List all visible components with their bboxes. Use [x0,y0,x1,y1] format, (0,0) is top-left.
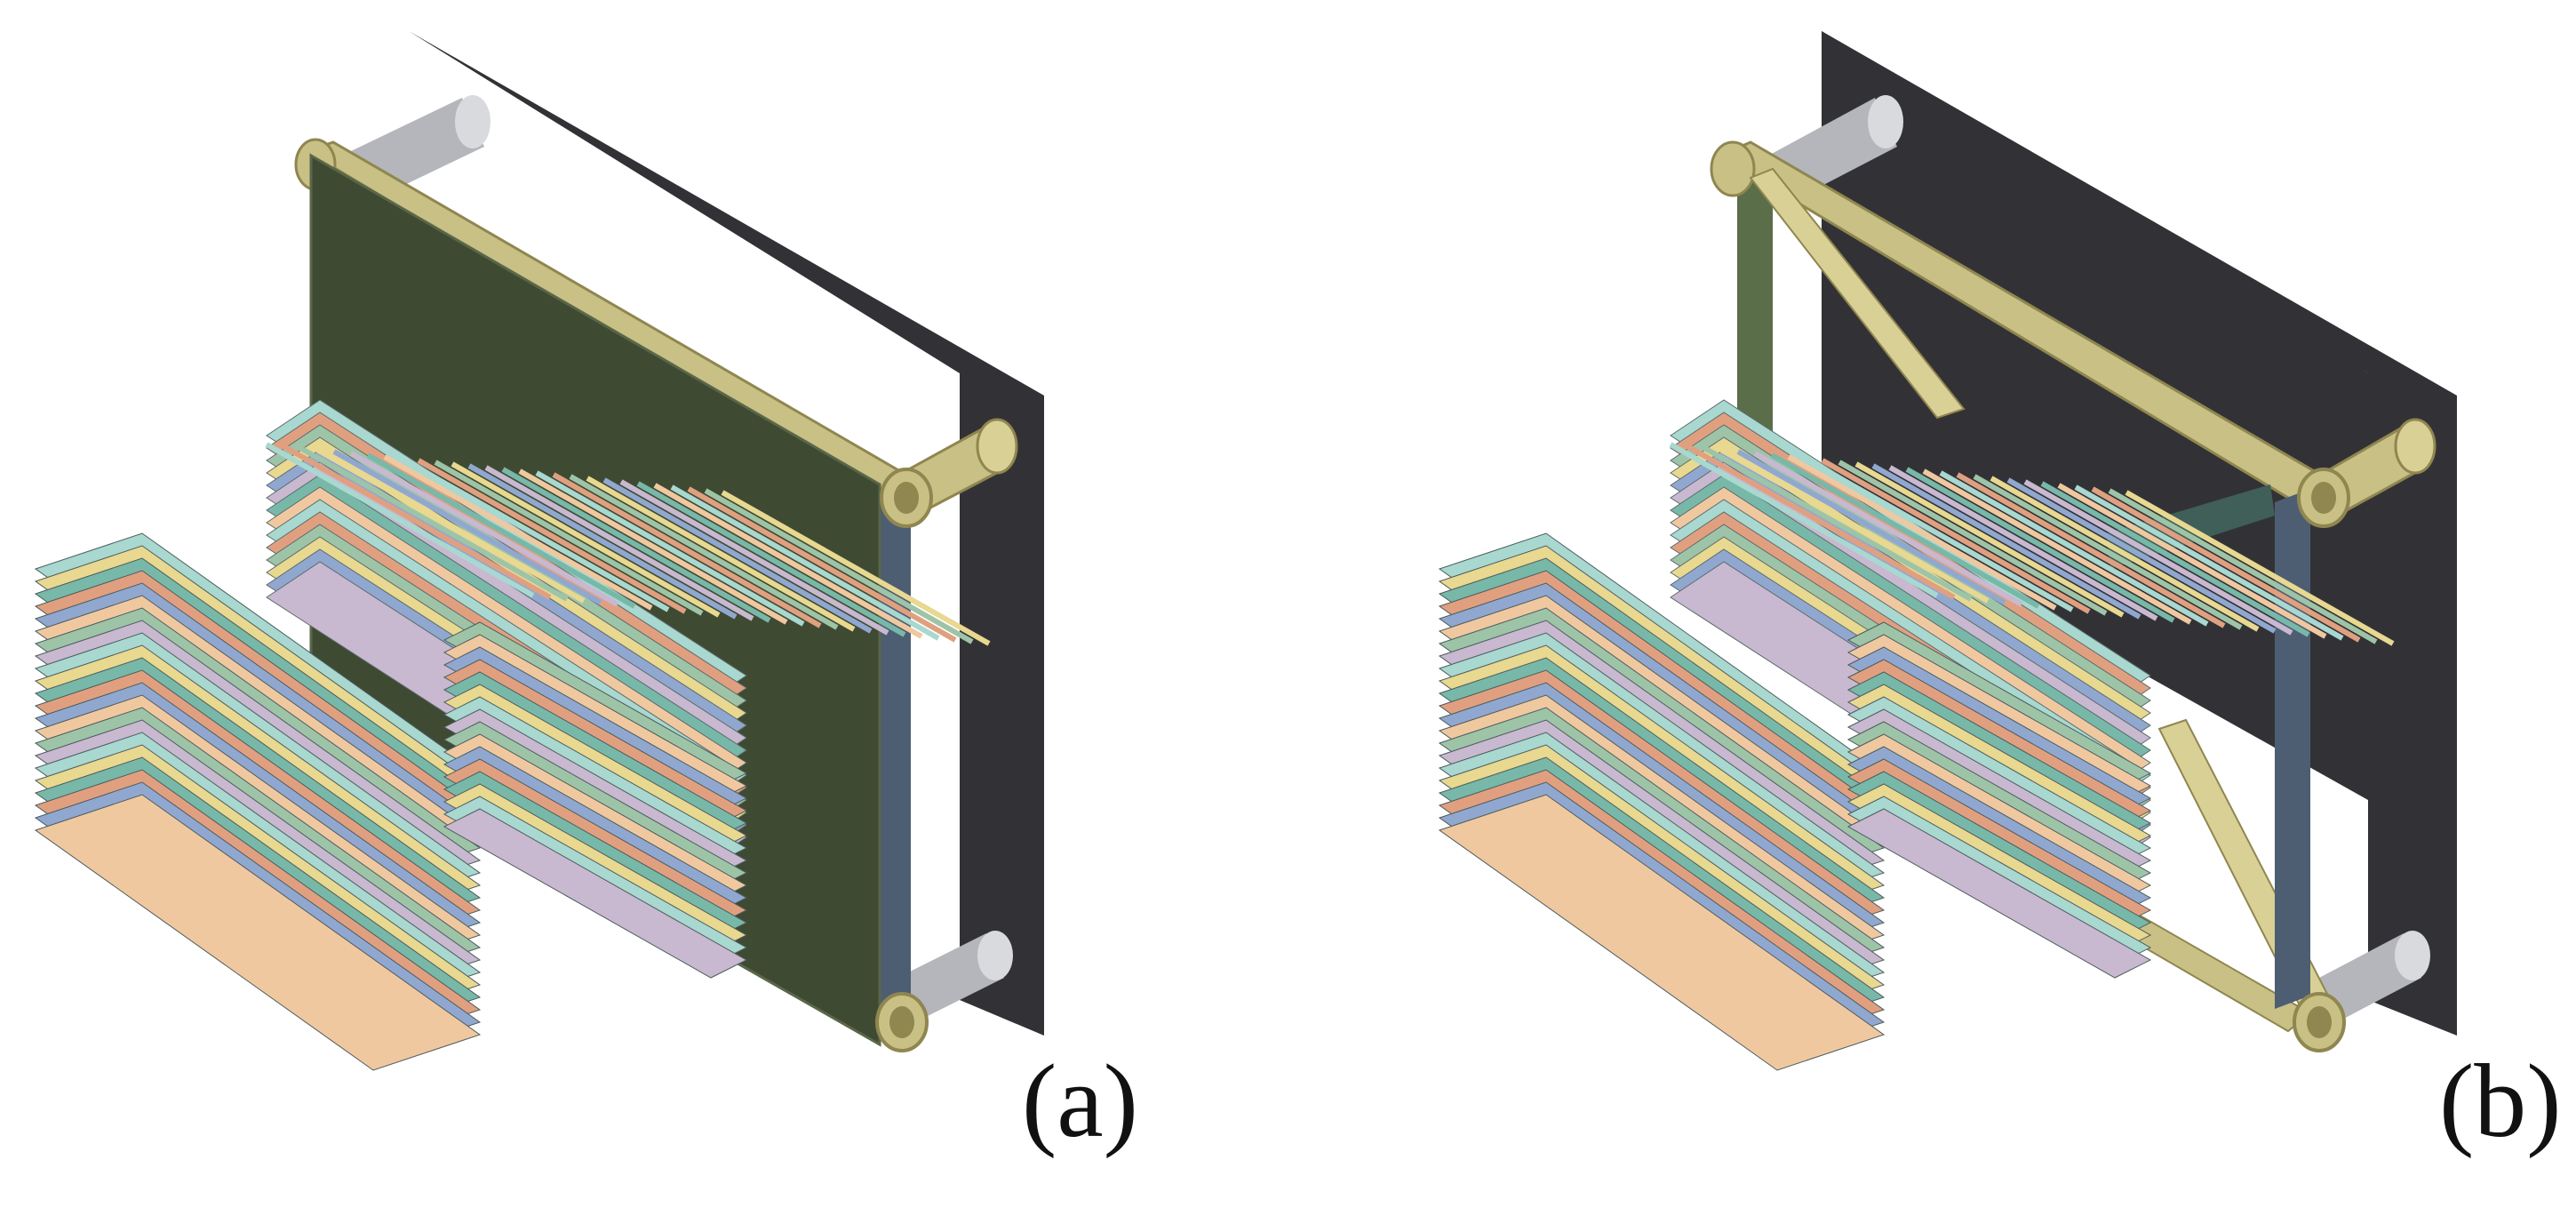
fin-edge [2108,488,2378,644]
fin-edge [1736,449,2006,605]
fin-edge [1838,460,2108,616]
fin-edge [687,486,957,643]
fin-edge [484,465,754,621]
fin-edge [636,481,906,637]
fin-edge [1854,461,2125,618]
blue-post [880,484,911,1009]
fin-edge [366,452,636,609]
fin-edge [586,476,856,632]
fin-edge [2074,484,2344,641]
fin-edge [653,483,923,639]
fin-edge [434,460,704,616]
panel-b-drawing [1438,31,2457,1071]
steel-pin-bottom [897,931,1013,1022]
blue-post [2275,489,2310,1009]
fin-edge [1719,447,1990,604]
fin-edge [400,456,670,612]
fin-edge [299,445,569,602]
fin-layer [34,794,482,1071]
back-plate [409,31,1044,1036]
fin-edge [1669,442,1939,598]
fin-edge [1871,463,2141,620]
fin-edge [2006,477,2277,634]
fin-edge [619,479,889,636]
fin-edge [332,449,602,605]
fin-edge [1922,468,2192,625]
fin-edge [1973,474,2243,630]
fin-edge [265,442,535,598]
heat-sink-fins [34,399,991,1071]
fin-edge [1956,472,2226,628]
fin-edge [1703,445,1973,602]
fin-edge [704,488,974,644]
fin-edge [2057,483,2327,639]
fin-layer [1438,794,1886,1071]
fin-layer-side [1846,808,2152,979]
fin-edge [2125,490,2395,646]
steel-pin-bottom [2319,931,2430,1022]
fin-layer-side [443,808,748,979]
fin-edge [1821,458,2091,614]
gold-brace-upper [1749,167,1966,420]
fin-edge [535,470,805,627]
panel-label: (b) [2439,1043,2562,1159]
fin-edge [315,447,586,604]
fin-edge [1770,452,2040,609]
fin-edge [518,468,788,625]
fin-edge [2040,481,2310,637]
fin-edge [569,474,839,630]
fin-edge [670,484,940,641]
fin-edge [1939,470,2209,627]
fin-edge [451,461,721,618]
panel-a: (a) [34,31,1138,1159]
panel-a-drawing [34,31,1044,1071]
fin-edge [1753,451,2023,607]
fin-edge [2023,479,2293,636]
panel-b: (b) [1288,0,2576,1208]
fin-edge [349,451,619,607]
fin-edge [2091,486,2361,643]
heat-sink-fins [1438,399,2395,1071]
fin-edge [1888,465,2158,621]
fin-edge [602,477,873,634]
panel-label: (a) [1022,1043,1138,1159]
fin-edge [1686,444,1956,600]
fin-edge [721,490,991,646]
fin-edge [501,467,771,623]
green-post [1737,164,1773,476]
fin-edge [417,458,687,614]
fin-edge [1804,456,2074,612]
fin-edge [282,444,552,600]
fin-edge [1905,467,2175,623]
fin-edge [1990,476,2260,632]
fin-edge [467,463,738,620]
fin-edge [383,454,653,611]
fin-edge [552,472,822,628]
fin-edge [1787,454,2057,611]
